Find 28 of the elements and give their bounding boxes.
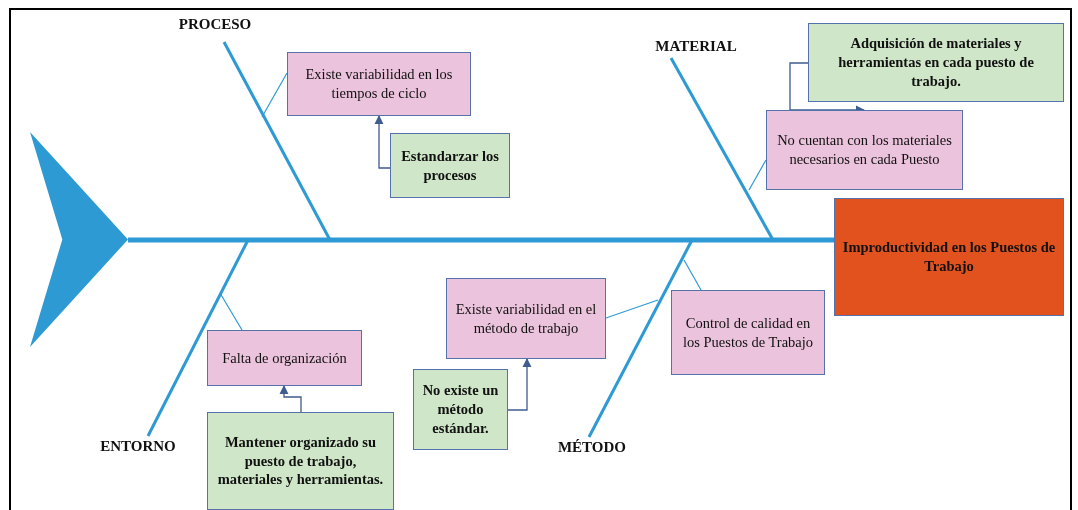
arrow [507,358,532,411]
branch-line [748,159,767,191]
cause-box: Existe variabilidad en los tiempos de ciclo [287,52,471,116]
fish-tail [30,132,128,347]
branch-line [219,292,243,331]
action-box: Adquisición de materiales y herramientas en cada puesto de trabajo. [808,23,1064,102]
action-box: No existe un método estándar. [413,369,508,450]
cause-box: No cuentan con los materiales necesarios en cada Puesto [766,110,963,190]
category-label: ENTORNO [88,436,188,458]
branch-line [605,299,659,319]
cause-box: Control de calidad en los Puestos de Trabajo [671,290,825,375]
arrow [374,115,391,169]
bone-line [222,41,332,241]
branch-line [261,72,288,118]
effect-box: Improductividad en los Puestos de Trabajo [834,198,1064,316]
branch-line [683,259,702,291]
category-label: MÉTODO [546,437,638,459]
bone-line [146,239,250,437]
arrow [279,385,302,413]
cause-box: Existe variabilidad en el método de trabajo [446,278,606,359]
category-label: PROCESO [168,14,262,36]
cause-box: Falta de organización [207,330,362,386]
category-label: MATERIAL [644,36,748,58]
action-box: Estandarzar los procesos [390,133,510,198]
action-box: Mantener organizado su puesto de trabajo, materiales y herramientas. [207,412,394,510]
bone-line [587,239,694,438]
fish-spine [128,237,834,243]
bone-line [669,57,775,241]
